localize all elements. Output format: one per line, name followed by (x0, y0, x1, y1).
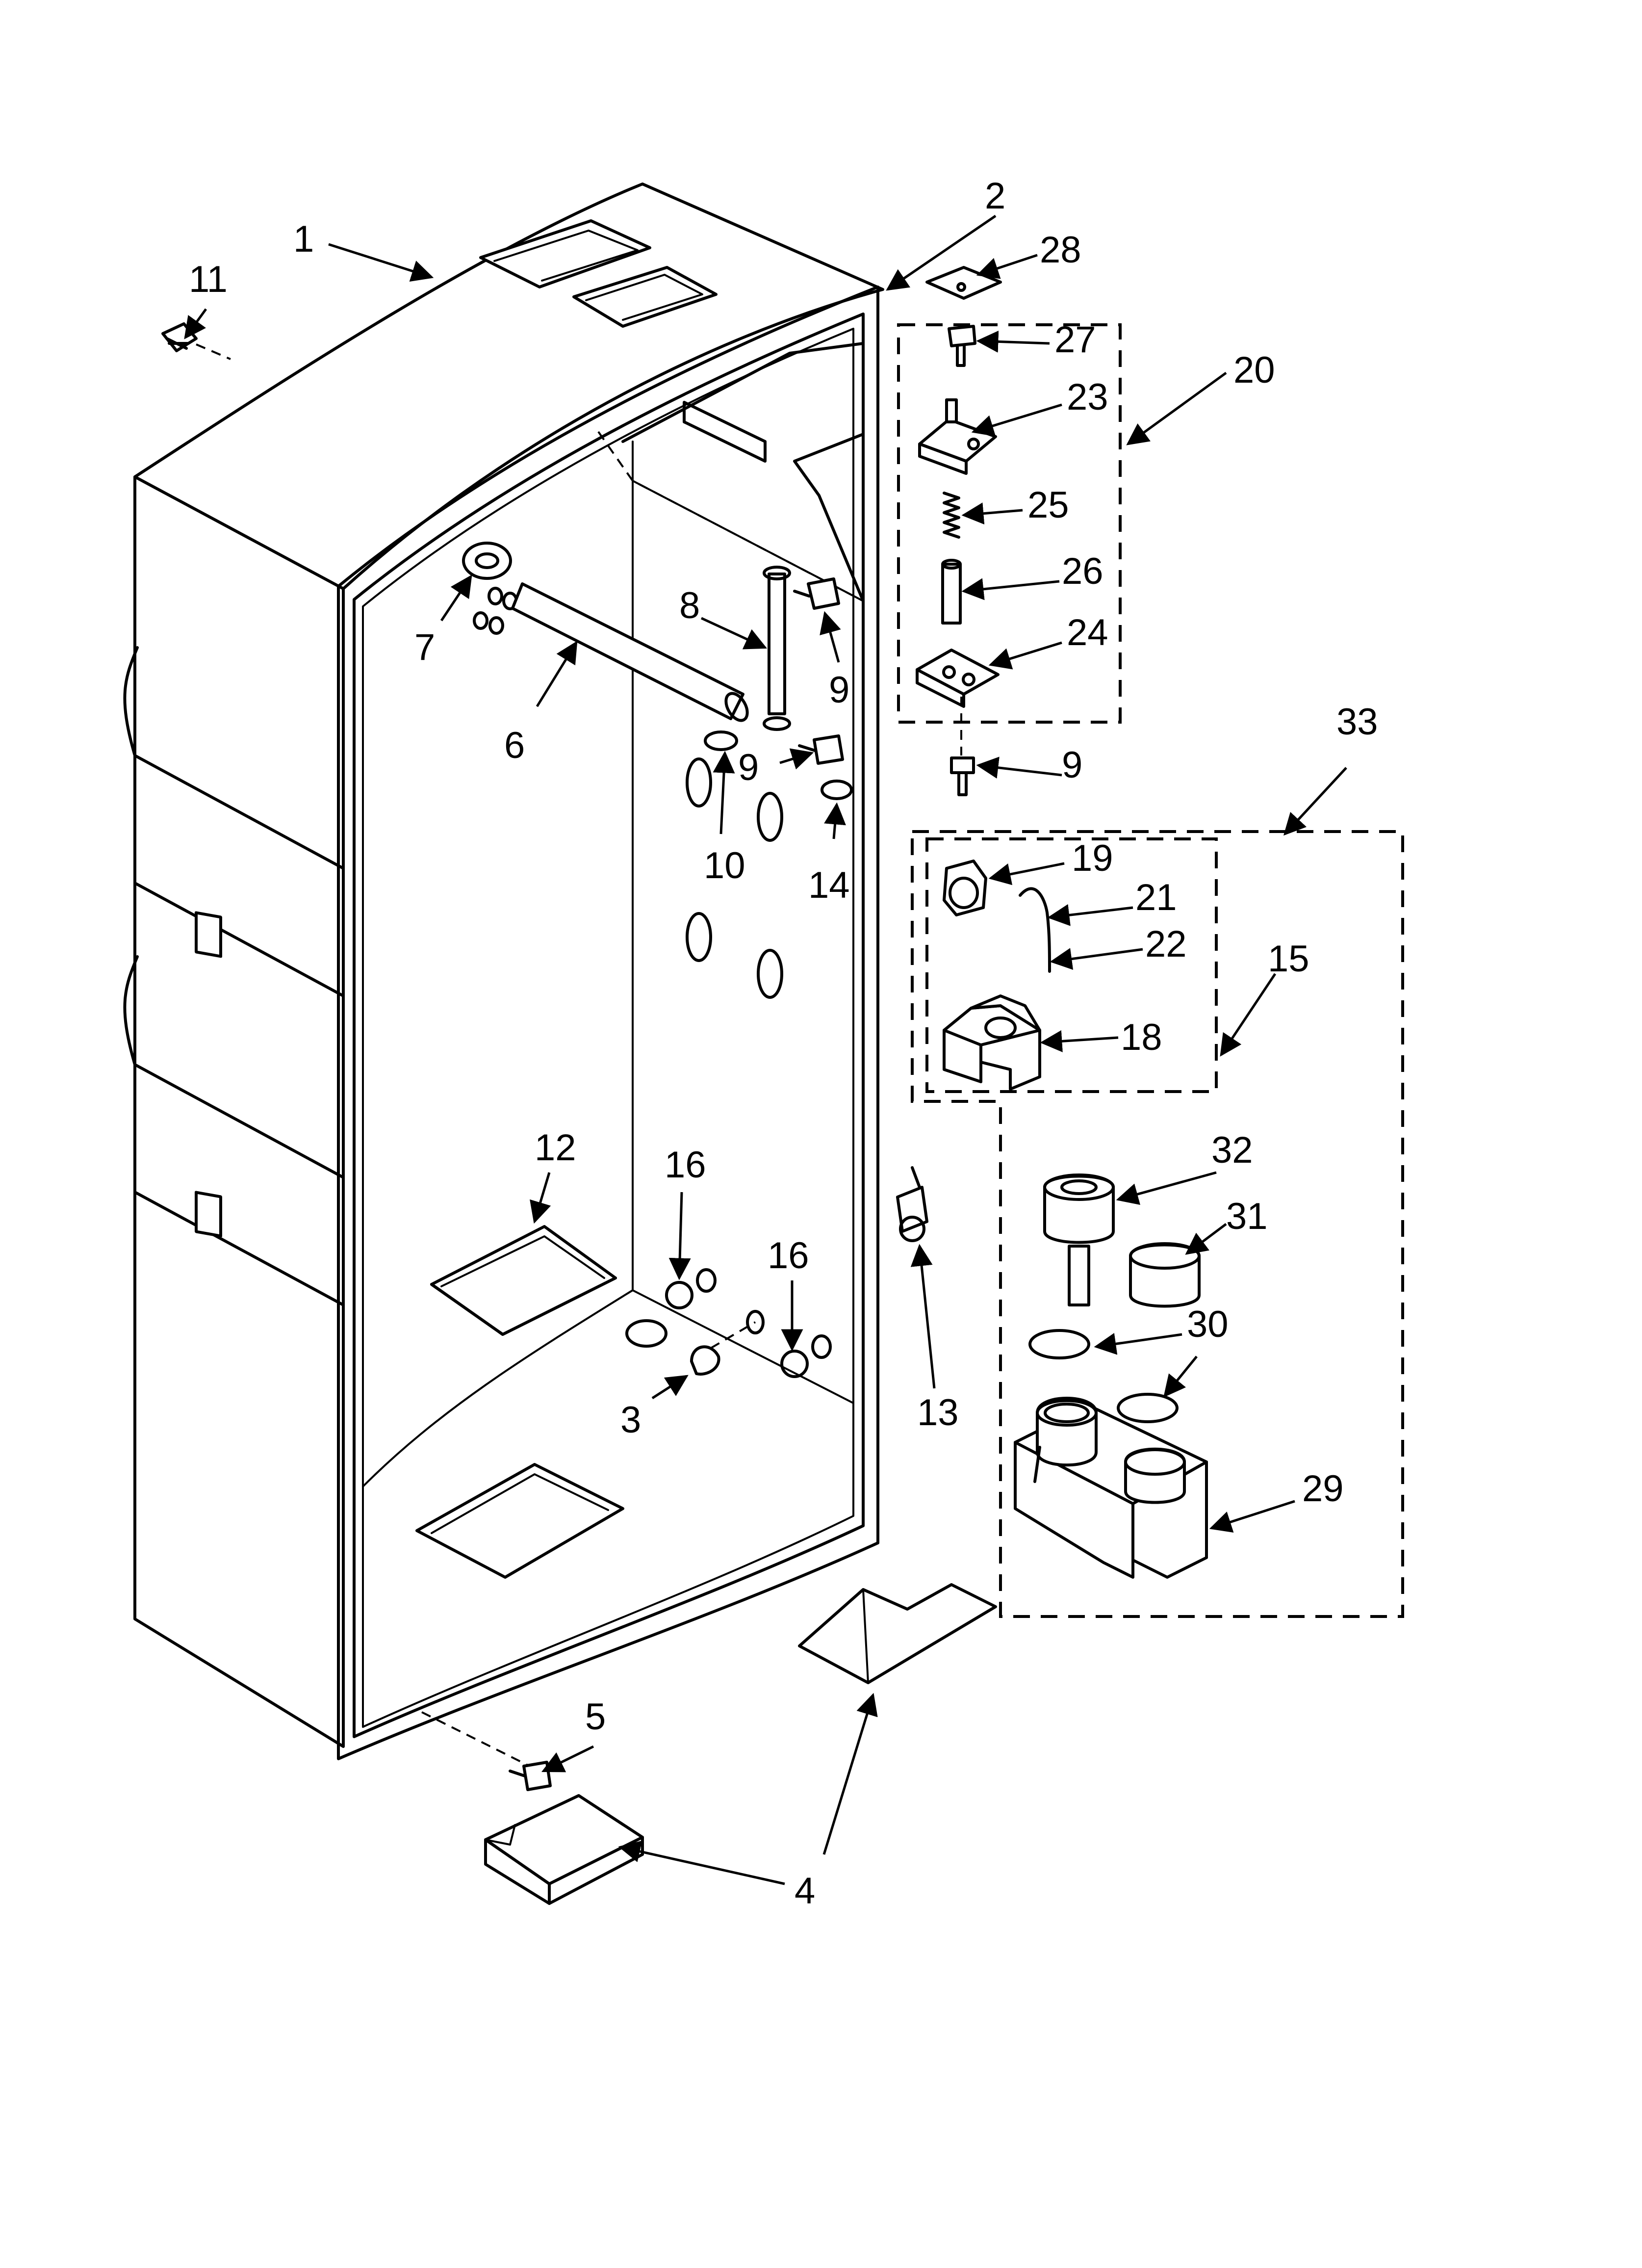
callout-13: 13 (917, 1392, 959, 1434)
callout-24: 24 (1067, 612, 1108, 653)
callout-4: 4 (795, 1870, 815, 1912)
wire-part-21 (1019, 887, 1051, 973)
callout-9c: 9 (1062, 744, 1082, 786)
callout-14: 14 (808, 864, 850, 906)
clip-part-19 (943, 860, 987, 916)
o-ring-part-30-left (1028, 1329, 1090, 1359)
callout-2: 2 (985, 175, 1005, 217)
assembly-box-part-20 (897, 323, 1122, 724)
callout-16a: 16 (665, 1144, 706, 1186)
foam-block-part-4-left (484, 1794, 644, 1905)
bracket-part-24 (916, 649, 1000, 708)
foam-block-part-4-right (798, 1583, 997, 1684)
callout-labels: 1 2 3 4 5 6 7 8 9 9 9 10 11 12 13 14 15 … (189, 175, 1378, 1912)
o-ring-part-30-right (1117, 1393, 1179, 1423)
pin-part-26 (941, 559, 962, 625)
callout-21: 21 (1135, 877, 1177, 918)
callout-27: 27 (1054, 319, 1096, 361)
assembly-box-part-33 (911, 830, 1404, 1618)
callout-20: 20 (1233, 349, 1275, 391)
callout-22: 22 (1145, 923, 1187, 965)
spring-part-25 (943, 492, 960, 539)
grommet-part-7 (462, 542, 518, 635)
callout-12: 12 (535, 1127, 576, 1169)
fitting-part-13 (896, 1166, 928, 1242)
screw-part-9-upper (793, 577, 840, 610)
callout-33: 33 (1336, 701, 1378, 743)
callout-11: 11 (189, 259, 228, 300)
callout-18: 18 (1121, 1017, 1162, 1058)
callout-3: 3 (620, 1399, 641, 1441)
housing-part-18 (943, 994, 1041, 1091)
callout-29: 29 (1302, 1468, 1344, 1510)
callout-30: 30 (1187, 1303, 1229, 1345)
callout-1: 1 (293, 218, 314, 260)
knob-part-32 (1043, 1173, 1115, 1306)
callout-19: 19 (1072, 837, 1113, 879)
filter-base-part-29 (1014, 1397, 1208, 1579)
callout-8: 8 (679, 585, 700, 626)
callout-32: 32 (1211, 1129, 1253, 1171)
callout-26: 26 (1062, 550, 1103, 592)
cabinet-liner (123, 182, 884, 1760)
screw-part-9-lower (950, 756, 975, 796)
callout-9a: 9 (829, 669, 849, 711)
grommet-part-10 (704, 730, 738, 751)
rod-part-8 (763, 566, 791, 731)
callout-15: 15 (1268, 938, 1309, 980)
callout-9b: 9 (738, 747, 759, 788)
callout-28: 28 (1040, 229, 1081, 271)
tube-part-6 (511, 582, 749, 722)
ring-part-14 (821, 780, 853, 800)
block-part-23 (918, 398, 997, 475)
callout-23: 23 (1067, 376, 1108, 418)
cap-part-3 (690, 1310, 765, 1376)
leader-lines (184, 214, 1347, 1885)
callout-7: 7 (414, 626, 435, 668)
plug-part-16-left (665, 1268, 717, 1309)
assembly-box-part-15 (925, 837, 1218, 1093)
callout-31: 31 (1226, 1196, 1268, 1237)
callout-25: 25 (1027, 484, 1069, 526)
cap-part-31 (1129, 1242, 1201, 1308)
screw-part-27 (948, 325, 976, 367)
screw-part-5 (509, 1761, 552, 1791)
callout-6: 6 (504, 725, 525, 766)
callout-5: 5 (585, 1696, 606, 1738)
callout-10: 10 (704, 845, 745, 886)
screw-part-9-middle (798, 734, 844, 765)
callout-16b: 16 (768, 1235, 809, 1277)
